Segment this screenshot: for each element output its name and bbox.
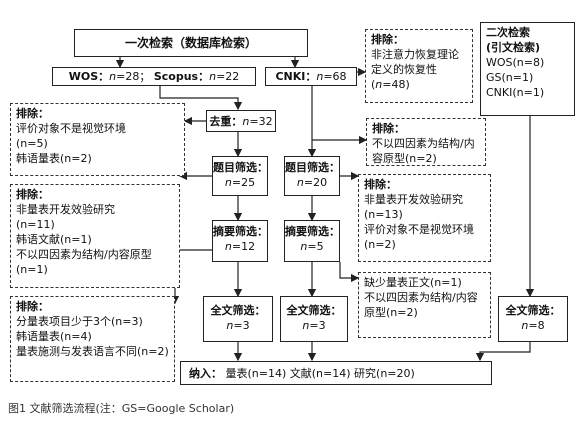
exclude-box-2: 排除： 评价对象不是视觉环境 (n=5) 韩语量表(n=2) bbox=[10, 103, 185, 176]
cnki-box: CNKI：n=68 bbox=[265, 67, 357, 86]
exclude-box-6: 排除： 分量表项目少于3个(n=3) 韩语量表(n=4) 量表施测与发表语言不同… bbox=[10, 296, 175, 382]
connector-wos-to-merge bbox=[159, 86, 243, 111]
connector-abstract-b-to-exclude7 bbox=[339, 262, 360, 283]
title-screen-box-a: 题目筛选： n=25 bbox=[212, 156, 268, 196]
abstract-screen-box-a: 摘要筛选： n=12 bbox=[212, 220, 268, 262]
dedup-box: 去重：n=32 bbox=[206, 110, 276, 132]
abstract-screen-box-b: 摘要筛选： n=5 bbox=[284, 220, 340, 262]
exclude-box-1: 排除： 非注意力恢复理论定义的恢复性(n=48) bbox=[365, 29, 473, 103]
title-screen-box-b: 题目筛选： n=20 bbox=[284, 156, 340, 196]
exclude-box-4: 排除： 非量表开发效验研究 (n=11) 韩语文献(n=1) 不以四因素为结构/… bbox=[10, 184, 180, 288]
wos-scopus-box: WOS：n=28； Scopus：n=22 bbox=[52, 67, 256, 86]
first-search-box: 一次检索（数据库检索） bbox=[74, 29, 308, 57]
connector-full-c-to-include bbox=[475, 342, 531, 362]
exclude-box-5: 排除： 非量表开发效验研究 (n=13) 评价对象不是视觉环境 (n=2) bbox=[358, 174, 491, 262]
fulltext-screen-box-a: 全文筛选： n=3 bbox=[203, 296, 273, 342]
fulltext-screen-box-b: 全文筛选： n=3 bbox=[280, 296, 348, 342]
exclude-box-3: 排除： 不以四因素为结构/内容原型(n=2) bbox=[366, 118, 486, 166]
second-search-box: 二次检索 (引文检索) WOS(n=8) GS(n=1) CNKI(n=1) bbox=[480, 22, 575, 116]
exclude-box-7: 缺少量表正文(n=1) 不以四因素为结构/内容原型(n=2) bbox=[358, 272, 491, 338]
fulltext-screen-box-c: 全文筛选： n=8 bbox=[498, 296, 568, 342]
figure-caption: 图1 文献筛选流程(注：GS=Google Scholar) bbox=[8, 402, 235, 415]
include-box: 纳入： 量表(n=14) 文献(n=14) 研究(n=20) bbox=[180, 361, 492, 385]
